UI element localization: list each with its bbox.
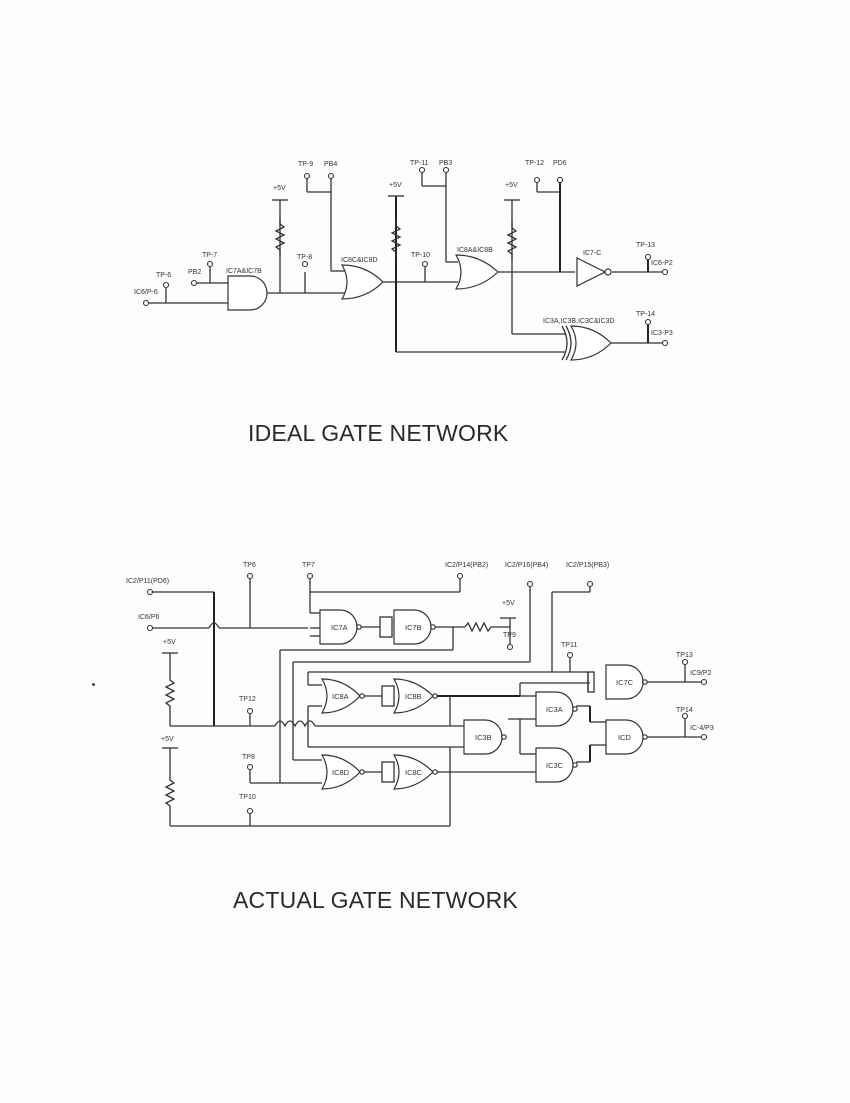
label-tp13: TP-13: [636, 242, 655, 249]
ideal-wires: [148, 172, 663, 353]
or-gate-icon: [340, 264, 384, 300]
label-tp8: TP-8: [297, 254, 312, 261]
actual-network-title: ACTUAL GATE NETWORK: [233, 887, 518, 913]
label-tp14: TP-14: [636, 311, 655, 318]
label-ic8a-ic8b: IC8A&IC8B: [457, 247, 493, 254]
label-vcc1: +5V: [273, 185, 286, 192]
ideal-test-points: [142, 166, 669, 347]
scan-speck: [92, 683, 95, 686]
label-tp11: TP-11: [410, 160, 429, 167]
label-tp9: TP-9: [298, 161, 313, 168]
inverter-icon: [576, 257, 607, 287]
label-ic6p2: IC6-P2: [651, 260, 673, 267]
label-pd6: PD6: [553, 160, 567, 167]
label-ic3p3: IC3-P3: [651, 330, 673, 337]
resistor-icon: [274, 218, 286, 256]
label-pb2: PB2: [188, 269, 201, 276]
resistor-icon: [390, 220, 402, 258]
label-pb4: PB4: [324, 161, 337, 168]
label-ic3-xor: IC3A,IC3B,IC3C&IC3D: [543, 318, 615, 325]
resistor-icon: [506, 222, 518, 260]
label-tp6: TP-6: [156, 272, 171, 279]
label-tp10: TP-10: [411, 252, 430, 259]
label-ic7a-ic7b: IC7A&IC7B: [226, 268, 262, 275]
label-pb3: PB3: [439, 160, 452, 167]
xor-gate-icon: [569, 325, 612, 361]
or-gate-icon: [454, 254, 499, 290]
and-gate-icon: [227, 275, 268, 311]
label-tp12: TP-12: [525, 160, 544, 167]
label-tp7: TP-7: [202, 252, 217, 259]
label-ic8c-ic8d: IC8C&IC8D: [341, 257, 378, 264]
label-vcc2: +5V: [389, 182, 402, 189]
label-ic7c: IC7-C: [583, 250, 601, 257]
label-ic6p6: IC6/P-6: [134, 289, 158, 296]
label-vcc3: +5V: [505, 182, 518, 189]
ideal-network-title: IDEAL GATE NETWORK: [248, 420, 509, 446]
